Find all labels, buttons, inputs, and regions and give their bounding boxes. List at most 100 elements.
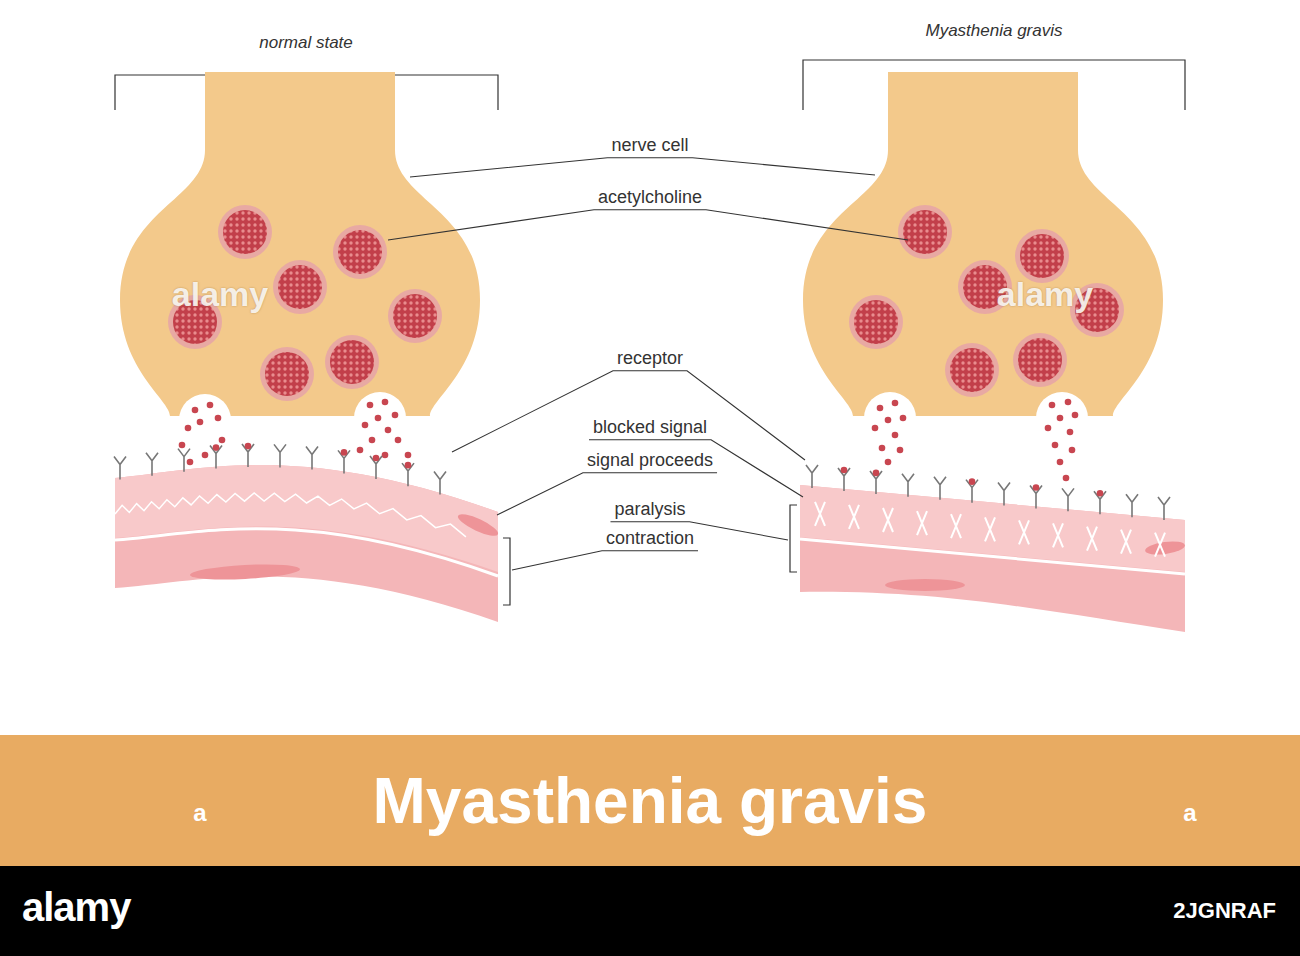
vesicle-core xyxy=(393,294,437,338)
blocked-mark xyxy=(1053,523,1063,547)
blocked-mark xyxy=(1155,533,1165,557)
acetylcholine-molecule xyxy=(1045,425,1052,432)
blocked-mark xyxy=(883,508,893,532)
panel-heading: normal state xyxy=(259,34,353,53)
acetylcholine-molecule xyxy=(179,442,186,449)
fibre-line xyxy=(115,529,498,576)
watermark: alamy xyxy=(997,276,1093,313)
blocked-mark xyxy=(1121,530,1131,554)
acetylcholine-molecule xyxy=(185,425,192,432)
vesicle xyxy=(898,205,952,259)
part-label: signal proceeds xyxy=(587,451,713,471)
receptor-symbol xyxy=(806,465,818,488)
vesicle xyxy=(333,225,387,279)
receptor-symbol xyxy=(902,474,914,497)
acetylcholine-molecule xyxy=(405,452,412,459)
part-label: nerve cell xyxy=(611,136,688,156)
bound-acetylcholine xyxy=(873,470,880,477)
nerve-terminal xyxy=(803,72,1163,416)
acetylcholine-molecule xyxy=(885,417,892,424)
watermark: alamy xyxy=(172,276,268,313)
acetylcholine-molecule xyxy=(215,415,222,422)
vesicle xyxy=(388,289,442,343)
release-pocket xyxy=(1036,392,1088,444)
bound-acetylcholine xyxy=(341,449,348,456)
leader-line xyxy=(388,210,908,240)
bound-acetylcholine xyxy=(841,467,848,474)
vesicle-core xyxy=(278,265,322,309)
bracket xyxy=(503,538,510,605)
bound-acetylcholine xyxy=(405,462,412,469)
part-label: contraction xyxy=(606,529,694,549)
blocked-mark xyxy=(951,514,961,538)
acetylcholine-molecule xyxy=(1052,442,1059,449)
acetylcholine-molecule xyxy=(897,447,904,454)
vesicle xyxy=(1015,229,1069,283)
receptor-symbol xyxy=(114,456,126,479)
bound-acetylcholine xyxy=(373,455,380,462)
vesicle-core xyxy=(338,230,382,274)
vesicle xyxy=(218,205,272,259)
acetylcholine-molecule xyxy=(892,400,899,407)
acetylcholine-molecule xyxy=(1049,402,1056,409)
part-label: paralysis xyxy=(614,500,685,520)
leader-line xyxy=(512,551,698,570)
bound-acetylcholine xyxy=(1033,484,1040,491)
signal-zigzag xyxy=(115,493,466,537)
acetylcholine-molecule xyxy=(382,452,389,459)
acetylcholine-molecule xyxy=(369,437,376,444)
vesicle-core xyxy=(265,352,309,396)
muscle-fibre-layer xyxy=(800,485,1185,572)
receptor-symbol xyxy=(1158,497,1170,520)
vesicle-core xyxy=(950,348,994,392)
watermark: a xyxy=(1183,800,1196,826)
acetylcholine-molecule xyxy=(197,419,204,426)
acetylcholine-molecule xyxy=(892,432,899,439)
receptor-symbol xyxy=(178,449,190,472)
bracket xyxy=(790,505,797,572)
logo-text: alamy xyxy=(22,887,130,927)
receptor-symbol xyxy=(146,453,158,476)
acetylcholine-molecule xyxy=(362,422,369,429)
nucleus xyxy=(885,579,965,591)
blocked-mark xyxy=(985,517,995,541)
acetylcholine-molecule xyxy=(885,459,892,466)
vesicle xyxy=(945,343,999,397)
acetylcholine-molecule xyxy=(1063,475,1070,482)
acetylcholine-molecule xyxy=(192,407,199,414)
acetylcholine-molecule xyxy=(219,437,226,444)
receptor-symbol xyxy=(274,444,286,467)
acetylcholine-molecule xyxy=(1072,412,1079,419)
vesicle-core xyxy=(903,210,947,254)
blocked-mark xyxy=(1087,527,1097,551)
receptor-symbol xyxy=(434,472,446,495)
vesicle-core xyxy=(854,300,898,344)
receptor-symbol xyxy=(998,483,1010,506)
nerve-terminal xyxy=(120,72,480,416)
muscle-fibre xyxy=(800,485,1185,632)
nucleus xyxy=(1144,539,1185,556)
vesicle xyxy=(260,347,314,401)
acetylcholine-molecule xyxy=(202,452,209,459)
acetylcholine-molecule xyxy=(357,447,364,454)
leader-line xyxy=(452,371,805,460)
blocked-mark xyxy=(1019,520,1029,544)
acetylcholine-molecule xyxy=(900,415,907,422)
vesicle xyxy=(849,295,903,349)
acetylcholine-molecule xyxy=(1067,429,1074,436)
watermark: a xyxy=(193,800,206,826)
part-label: receptor xyxy=(617,349,683,369)
blocked-mark xyxy=(815,502,825,526)
leader-line xyxy=(410,158,875,177)
acetylcholine-molecule xyxy=(395,437,402,444)
acetylcholine-molecule xyxy=(1065,399,1072,406)
release-pocket xyxy=(179,394,231,446)
vesicle xyxy=(273,260,327,314)
acetylcholine-molecule xyxy=(1057,459,1064,466)
acetylcholine-molecule xyxy=(1069,447,1076,454)
part-label: acetylcholine xyxy=(598,188,702,208)
vesicle-core xyxy=(1020,234,1064,278)
blocked-mark xyxy=(849,505,859,529)
acetylcholine-molecule xyxy=(375,415,382,422)
